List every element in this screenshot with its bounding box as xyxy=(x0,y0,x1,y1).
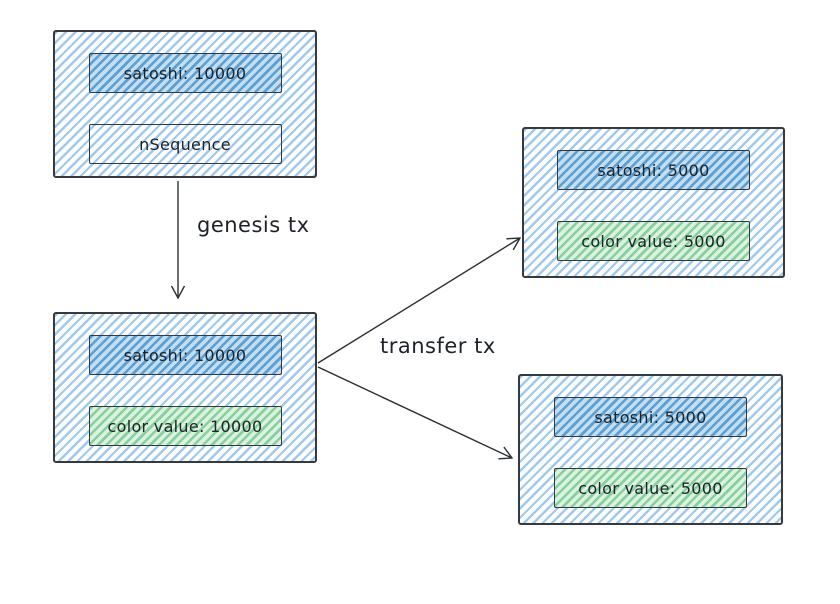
satoshi-field-label: satoshi: 5000 xyxy=(597,160,710,180)
genesis-tx-label: genesis tx xyxy=(197,213,310,237)
node-genesis-output: satoshi: 10000 color value: 10000 xyxy=(53,312,317,463)
color-value-field: color value: 10000 xyxy=(88,406,282,446)
nsequence-field-label: nSequence xyxy=(139,134,231,154)
satoshi-field-label: satoshi: 5000 xyxy=(594,407,707,427)
color-value-field: color value: 5000 xyxy=(554,468,747,508)
node-transfer-output-2: satoshi: 5000 color value: 5000 xyxy=(518,374,783,525)
nsequence-field: nSequence xyxy=(88,124,282,164)
satoshi-field: satoshi: 10000 xyxy=(88,53,282,93)
satoshi-field: satoshi: 10000 xyxy=(88,335,282,375)
transfer-tx-label: transfer tx xyxy=(380,334,496,358)
color-value-field-label: color value: 5000 xyxy=(581,231,726,251)
transfer-tx-arrow-bottom xyxy=(317,366,512,458)
color-value-field: color value: 5000 xyxy=(557,221,750,261)
node-genesis-input: satoshi: 10000 nSequence xyxy=(53,30,317,178)
satoshi-field: satoshi: 5000 xyxy=(557,150,750,190)
satoshi-field-label: satoshi: 10000 xyxy=(123,345,247,365)
color-value-field-label: color value: 5000 xyxy=(578,478,723,498)
satoshi-field: satoshi: 5000 xyxy=(554,397,747,437)
color-value-field-label: color value: 10000 xyxy=(107,416,263,436)
node-transfer-output-1: satoshi: 5000 color value: 5000 xyxy=(522,127,785,278)
satoshi-field-label: satoshi: 10000 xyxy=(123,63,247,83)
